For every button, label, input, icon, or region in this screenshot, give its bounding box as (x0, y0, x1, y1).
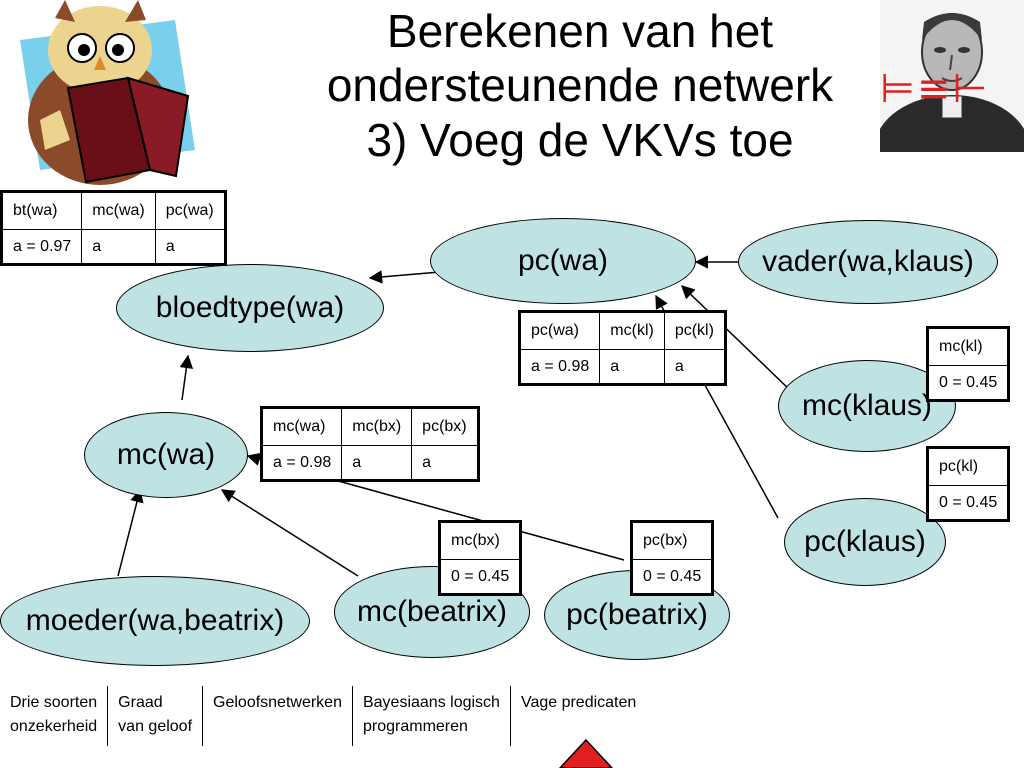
cpt-cell: 0 = 0.45 (926, 485, 1010, 521)
node-bloedtype-wa[interactable]: bloedtype(wa) (116, 264, 384, 352)
cpt-cell: a (81, 229, 156, 265)
cpt-header: pc(kl) (926, 447, 1010, 486)
cpt-header: mc(bx) (341, 407, 413, 446)
edge-mcbeatrix-to-mcwa (220, 489, 359, 577)
cpt-header: pc(bx) (411, 407, 479, 446)
nav-triangle-icon[interactable] (558, 738, 614, 768)
cpt-cell: a = 0.98 (518, 349, 601, 385)
cpt-cell: a (663, 349, 726, 385)
cpt-mc-bx: mc(bx) 0 = 0.45 (438, 520, 523, 596)
node-pc-wa[interactable]: pc(wa) (430, 218, 696, 304)
cpt-pc-kl: pc(kl) 0 = 0.45 (926, 446, 1011, 522)
cpt-header: pc(bx) (630, 521, 714, 560)
cpt-header: mc(bx) (438, 521, 522, 560)
cpt-cell: 0 = 0.45 (630, 559, 714, 595)
title-line-2: ondersteunende netwerk (326, 59, 834, 112)
cpt-bt-wa: bt(wa) mc(wa) pc(wa) a = 0.97 a a (0, 190, 227, 266)
slide-title: Berekenen van het ondersteunende netwerk… (250, 4, 910, 167)
edge-pcwa-to-bloedtype (368, 270, 441, 284)
cpt-pc-wa: pc(wa) mc(kl) pc(kl) a = 0.98 a a (518, 310, 727, 386)
edge-moeder-to-mcwa (117, 488, 144, 577)
cpt-mc-wa: mc(wa) mc(bx) pc(bx) a = 0.98 a a (260, 406, 480, 482)
node-pc-klaus[interactable]: pc(klaus) (784, 498, 946, 586)
cpt-header: mc(wa) (260, 407, 343, 446)
cpt-cell: 0 = 0.45 (438, 559, 522, 595)
title-line-1: Berekenen van het (386, 5, 774, 57)
node-vader-wa-klaus[interactable]: vader(wa,klaus) (738, 220, 998, 304)
cpt-cell: a = 0.98 (260, 445, 343, 481)
cpt-cell: 0 = 0.45 (926, 365, 1010, 401)
owl-reading-book-illustration (20, 0, 195, 185)
cpt-header: bt(wa) (0, 191, 83, 230)
cpt-header: pc(wa) (518, 311, 601, 350)
cpt-header: mc(kl) (599, 311, 665, 350)
node-mc-wa[interactable]: mc(wa) (84, 412, 248, 498)
footer-link-drie-soorten-onzekerheid[interactable]: Drie soorten onzekerheid (10, 694, 98, 735)
cpt-pc-bx: pc(bx) 0 = 0.45 (630, 520, 715, 596)
footer-navigation: Drie soorten onzekerheid Graad van geloo… (0, 686, 646, 746)
cpt-cell: a = 0.97 (0, 229, 83, 265)
cpt-cell: a (411, 445, 479, 481)
footer-link-geloofsnetwerken[interactable]: Geloofsnetwerken (202, 686, 352, 746)
cpt-cell: a (599, 349, 665, 385)
footer-link-bayesiaans-logisch-programmeren[interactable]: Bayesiaans logisch programmeren (351, 686, 510, 746)
edge-mcwa-to-bloedtype (179, 354, 194, 401)
cpt-cell: a (154, 229, 226, 265)
footer-link-vage-predicaten[interactable]: Vage predicaten (509, 686, 646, 746)
cpt-cell: a (341, 445, 413, 481)
bayes-portrait (880, 0, 1024, 152)
logic-symbols: ⊨≡⊢ (880, 66, 990, 112)
cpt-header: pc(kl) (663, 311, 726, 350)
footer-link-graad-van-geloof[interactable]: Graad van geloof (107, 686, 202, 746)
title-line-3: 3) Voeg de VKVs toe (366, 113, 794, 166)
cpt-header: mc(wa) (81, 191, 156, 230)
cpt-header: mc(kl) (926, 327, 1010, 366)
node-moeder-wa-beatrix[interactable]: moeder(wa,beatrix) (0, 576, 310, 666)
cpt-mc-kl: mc(kl) 0 = 0.45 (926, 326, 1011, 402)
cpt-header: pc(wa) (154, 191, 226, 230)
